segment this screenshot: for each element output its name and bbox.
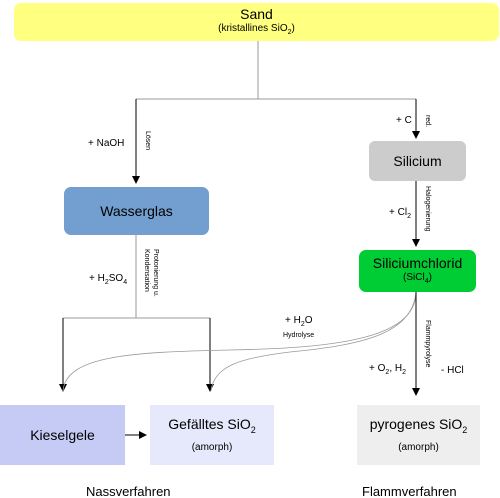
- label-naoh: + NaOH: [88, 138, 125, 149]
- footer-nassverfahren: Nassverfahren: [86, 484, 171, 498]
- node-wasserglas: Wasserglas: [64, 187, 209, 235]
- label-protonierung: Protonierung u.Kondensation: [143, 249, 159, 297]
- node-gefaelltes: Gefälltes SiO2 (amorph): [150, 405, 274, 465]
- label-halogenierung: Halogenierung: [424, 186, 431, 232]
- footer-flammverfahren: Flammverfahren: [362, 484, 457, 498]
- label-red: red.: [424, 115, 431, 128]
- label-flammpyrolyse: Flammpyrolyse: [424, 320, 431, 368]
- node-sand: Sand (kristallines SiO2): [14, 3, 499, 41]
- label-h2o: + H2O: [285, 315, 313, 328]
- node-sand-title: Sand: [240, 5, 273, 22]
- connector-hydrolyse-to-gefaelltes: [210, 291, 417, 392]
- label-c: + C: [396, 115, 412, 126]
- label-cl2: + Cl2: [389, 207, 411, 220]
- label-loesen: Lösen: [144, 131, 151, 151]
- node-silicium-title: Silicium: [393, 153, 442, 169]
- node-siliciumchlorid-title: Siliciumchlorid: [372, 254, 463, 271]
- node-sand-subtitle: (kristallines SiO2): [218, 22, 295, 36]
- label-o2-h2: + O2, H2: [369, 363, 406, 376]
- connector-hydrolyse-to-kieselgele: [62, 291, 417, 392]
- node-kieselgele: Kieselgele: [0, 405, 125, 465]
- label-hydrolyse: Hydrolyse: [283, 332, 315, 339]
- node-pyrogenes: pyrogenes SiO2 (amorph): [357, 405, 480, 465]
- node-wasserglas-title: Wasserglas: [100, 203, 173, 219]
- label-hcl: - HCl: [441, 365, 464, 376]
- node-kieselgele-title: Kieselgele: [30, 427, 95, 443]
- node-siliciumchlorid-subtitle: (SiCl4): [403, 271, 432, 285]
- node-silicium: Silicium: [369, 141, 466, 181]
- node-pyrogenes-subtitle: (amorph): [398, 442, 439, 454]
- label-h2so4: + H2SO4: [89, 273, 128, 286]
- node-gefaelltes-title: Gefälltes SiO2: [168, 415, 256, 435]
- node-siliciumchlorid: Siliciumchlorid (SiCl4): [359, 250, 476, 292]
- node-pyrogenes-title: pyrogenes SiO2: [369, 415, 468, 435]
- node-gefaelltes-subtitle: (amorph): [191, 442, 233, 454]
